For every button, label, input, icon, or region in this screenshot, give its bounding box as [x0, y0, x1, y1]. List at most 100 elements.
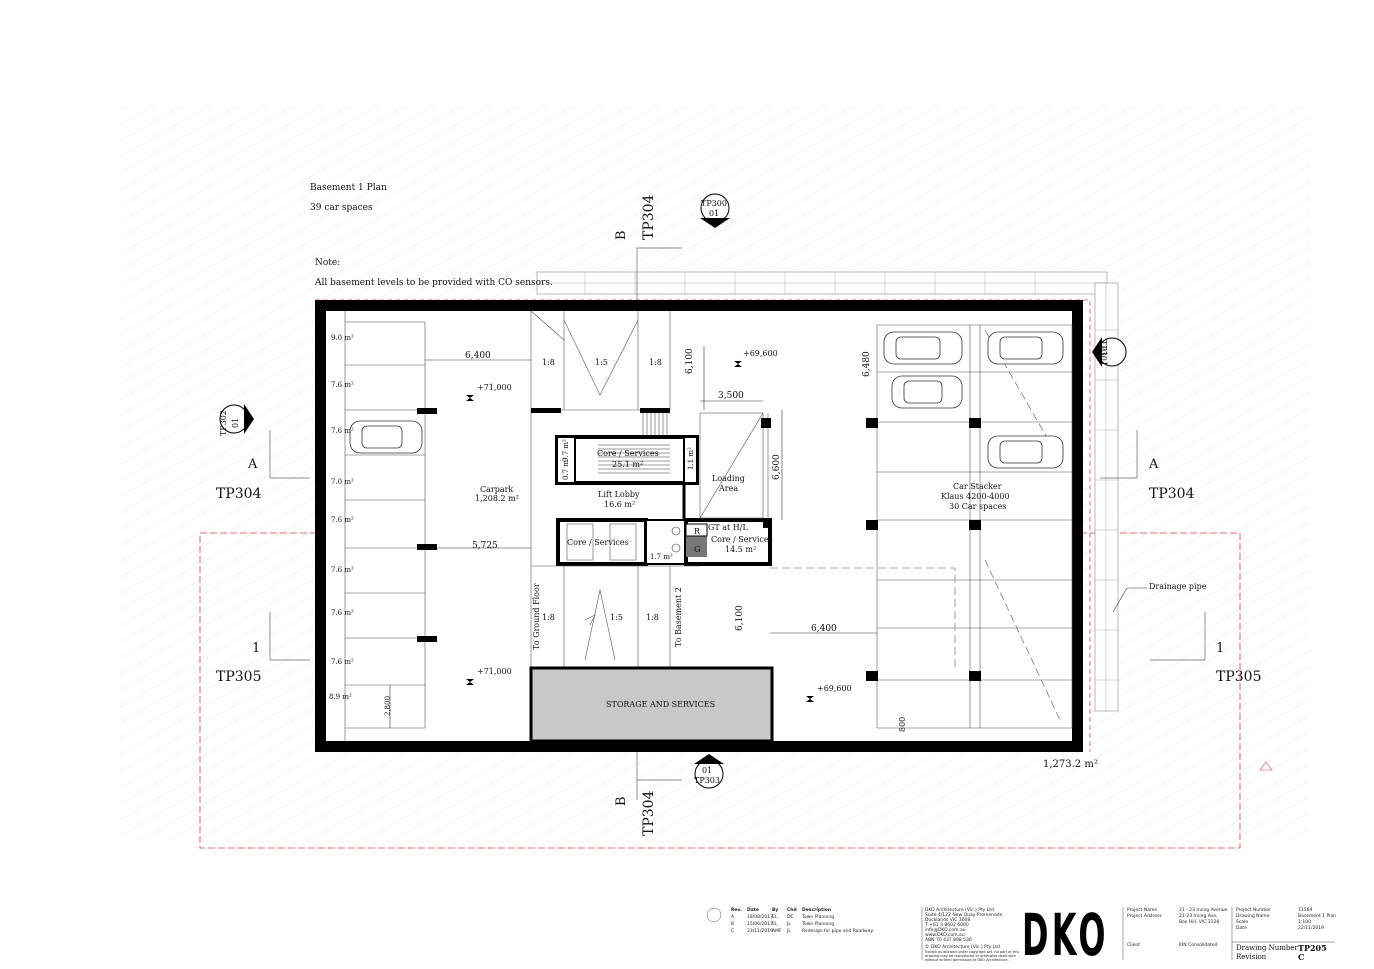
g-label: G [694, 545, 701, 554]
section-b-bottom-letter: B [614, 796, 629, 806]
ramp-bottom [531, 565, 700, 668]
revision: C [1298, 952, 1305, 962]
date-label: Date [1236, 926, 1247, 931]
drawing-name-label: Drawing Name [1236, 914, 1270, 919]
section-a-right-sheet: TP304 [1149, 486, 1195, 502]
drawing-name: Basement 1 Plan [1298, 914, 1337, 919]
office-line-5: info@DKO.com.au [925, 928, 966, 933]
rev-b-desc: Town Planning [802, 922, 835, 927]
loading-name-2: Area [719, 484, 739, 493]
right-strip [1094, 282, 1119, 712]
project-number: 11564 [1298, 908, 1313, 913]
ramp-grade-5: 1:5 [610, 613, 623, 622]
rev-a-by: EL [772, 915, 778, 920]
storage-area-1: 9.0 m² [331, 334, 354, 342]
note-heading: Note: [315, 258, 341, 268]
elevation-top-num: 01 [709, 209, 720, 218]
drawing-number-label: Drawing Number [1236, 944, 1298, 952]
section-1-left-letter: 1 [252, 641, 261, 656]
rev-b-date: 15/06/2017 [747, 922, 773, 927]
note-text: All basement levels to be provided with … [315, 278, 553, 288]
section-1-right-sheet: TP305 [1216, 669, 1262, 685]
drawing-number: TP205 [1298, 943, 1327, 953]
lower-core [556, 518, 772, 566]
car-left [349, 420, 423, 454]
rev-b-id: B [731, 922, 735, 927]
loading-name: Loading [712, 474, 745, 483]
section-a-left-sheet: TP304 [216, 486, 262, 502]
storage-area-9: 8.9 m² [329, 693, 352, 701]
dko-logo: DKO [1022, 901, 1109, 969]
stair-core [555, 413, 699, 485]
ramp-grade-6: 1:8 [646, 613, 659, 622]
ramp-grade-3: 1:8 [649, 358, 662, 367]
dim-5725: 5,725 [472, 541, 498, 551]
carpark-name: Carpark [480, 485, 514, 494]
dim-6400-top: 6,400 [465, 351, 491, 361]
dim-6400-bottom: 6,400 [811, 624, 837, 634]
project-address-2: Box Hill, VIC 3128 [1179, 920, 1220, 925]
office-line-10: drawing may be reproduced or otherwise d… [925, 954, 1016, 958]
elevation-left-num: 01 [231, 417, 240, 428]
car-space-count: 39 car spaces [310, 203, 373, 213]
section-b-bottom-sheet: TP304 [641, 790, 657, 836]
plan-title: Basement 1 Plan [310, 183, 387, 193]
elevation-top-sheet: TP300 [701, 199, 727, 208]
level-2: +69,600 [743, 349, 778, 358]
core-top-name: Core / Services [597, 449, 659, 458]
loading-area [699, 412, 769, 520]
office-line-6: www.DKO.com.au [925, 933, 965, 938]
office-line-11: without written permission of DKO Archit… [925, 958, 1009, 962]
elevation-bottom-sheet: TP303 [694, 776, 720, 785]
rev-c-chk: JL [787, 929, 791, 934]
storage-area-6: 7.6 m² [331, 566, 354, 574]
drainage-leader [1112, 587, 1147, 613]
project-name: 21 - 23 Irving Avenue [1179, 908, 1228, 913]
section-lines [269, 247, 1206, 800]
chk-head: Chd [787, 908, 797, 913]
level-4: +69,600 [817, 684, 852, 693]
storage-area-5: 7.6 m² [331, 516, 354, 524]
section-1-left-sheet: TP305 [216, 669, 262, 685]
drainage-pipe-label: Drainage pipe [1149, 582, 1207, 591]
total-area: 1,273.2 m² [1043, 759, 1098, 770]
dim-2800: 2,800 [384, 695, 392, 716]
scale: 1:100 [1298, 920, 1311, 925]
rev-a-date: 18/08/2017 [747, 915, 773, 920]
side-area-07b: 0.7 m² [562, 457, 570, 480]
storage-area-2: 7.6 m² [331, 381, 354, 389]
elevation-marker-top [700, 193, 730, 228]
office-line-1: DKO Architecture (Vic.) Pty Ltd [925, 908, 994, 913]
carpark-area: 1,208.2 m² [475, 494, 519, 503]
client-name: KIN Consolidated [1179, 943, 1218, 948]
stacker-name: Car Stacker [953, 482, 1002, 491]
elevation-left-sheet: TP302 [219, 410, 228, 436]
stacker-cars [883, 331, 1064, 469]
ramp-grade-2: 1:5 [595, 358, 608, 367]
scale-label: Scale [1236, 920, 1249, 925]
office-line-7: ABN 70 437 898 536 [925, 938, 972, 943]
core-right-area: 14.5 m² [725, 545, 757, 554]
lift-lobby-area: 16.6 m² [604, 500, 636, 509]
level-3: +71,000 [477, 667, 512, 676]
ramp-grade-1: 1:8 [542, 358, 555, 367]
office-line-8: © DKO Architecture (Vic.) Pty Ltd [925, 945, 1000, 950]
section-b-top-sheet: TP304 [641, 194, 657, 240]
rev-a-chk: DC [787, 915, 794, 920]
lift-lobby-name: Lift Lobby [598, 490, 640, 499]
section-b-top-letter: B [614, 230, 629, 240]
ramp-grade-4: 1:8 [542, 613, 555, 622]
by-head: By [772, 908, 779, 913]
office-line-3: Docklands VIC 3008 [925, 918, 971, 923]
core-top-area: 25.1 m² [612, 460, 644, 469]
to-basement-2-label: To Basement 2 [674, 587, 683, 647]
level-1: +71,000 [477, 383, 512, 392]
storage-area-4: 7.0 m² [331, 478, 354, 486]
to-ground-floor-label: To Ground Floor [532, 583, 541, 650]
dim-6100-top: 6,100 [685, 348, 695, 374]
elevation-marker-bottom [694, 754, 724, 789]
dim-6480: 6,480 [862, 351, 872, 377]
project-address-1: 21-23 Irving Ave, [1179, 914, 1218, 919]
client-label: Client [1127, 943, 1141, 948]
elevation-marker-right [1092, 337, 1127, 367]
